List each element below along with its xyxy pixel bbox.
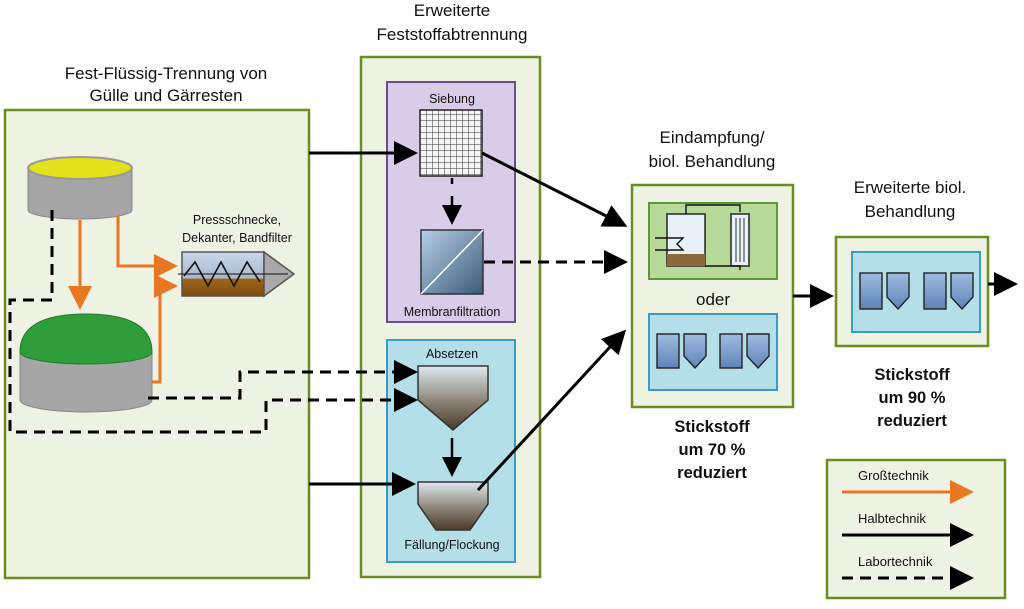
legend-halb-label: Halbtechnik [858, 511, 926, 526]
separation-title-line1: Fest-Flüssig-Trennung von [65, 64, 268, 83]
result90-line2: um 90 % [879, 389, 946, 407]
evaporator-icon [655, 204, 750, 270]
result90-line1: Stickstoff [874, 366, 950, 384]
extended-title-line2: Feststoffabtrennung [377, 25, 528, 44]
bio-title-line2: Behandlung [865, 202, 956, 221]
labortechnik-flows [8, 210, 628, 434]
result70-line3: reduziert [677, 464, 747, 482]
evaporation-title-line2: biol. Behandlung [649, 152, 776, 171]
halbtechnik-flows [309, 141, 1018, 496]
faellung-label: Fällung/Flockung [404, 538, 499, 552]
membrane-icon [420, 229, 484, 295]
digester-icon [19, 313, 153, 413]
sieve-icon [419, 109, 483, 177]
legend-labor-label: Labortechnik [858, 554, 933, 569]
absetzen-label: Absetzen [426, 347, 478, 361]
evaporation-title-line1: Eindampfung/ [660, 128, 765, 147]
bio-title-line1: Erweiterte biol. [854, 178, 966, 197]
separation-title-line2: Gülle und Gärresten [89, 86, 242, 105]
settling-tank-icon [417, 365, 489, 431]
extended-title-line1: Erweiterte [414, 1, 491, 20]
siebung-label: Siebung [429, 92, 475, 106]
screw-press-icon [178, 250, 296, 298]
flocculation-tank-icon [417, 481, 489, 531]
legend-gross-label: Großtechnik [858, 468, 929, 483]
grosstechnik-flows [68, 216, 178, 384]
press-label-line2: Dekanter, Bandfilter [182, 231, 292, 245]
result90-line3: reduziert [877, 412, 947, 430]
oder-label: oder [696, 290, 730, 309]
storage-tank-icon [27, 156, 133, 220]
legend-box [825, 458, 1007, 600]
bio-reactor-icon-1 [656, 333, 770, 370]
result70-line1: Stickstoff [674, 418, 750, 436]
membran-label: Membranfiltration [404, 305, 501, 319]
press-label-line1: Pressschnecke, [193, 213, 281, 227]
bio-reactor-icon-2 [859, 272, 974, 311]
result70-line2: um 70 % [679, 441, 746, 459]
